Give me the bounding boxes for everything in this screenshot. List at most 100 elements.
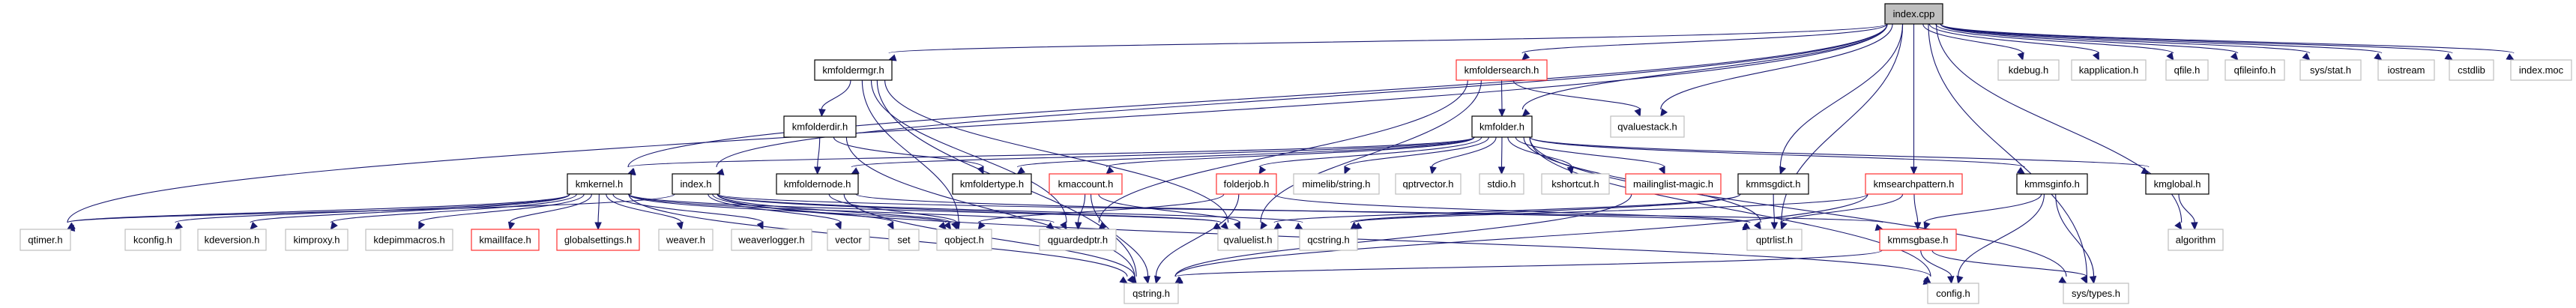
edge-line — [330, 193, 577, 223]
node-label: kmmsginfo.h — [2024, 178, 2080, 190]
edge-line — [817, 136, 821, 168]
arrowhead-icon — [1119, 276, 1129, 284]
edge-line — [67, 193, 675, 223]
edge-kmmsgdict-to-qptrlist — [1770, 193, 1779, 231]
edge-kmsearchpattern-to-qcstring — [1353, 193, 1868, 230]
arrowhead-icon — [1498, 109, 1506, 118]
arrowhead-icon — [1143, 275, 1150, 285]
edge-kmmsginfo-to-systypes — [2055, 193, 2097, 285]
node-kmaccount[interactable]: kmaccount.h — [1049, 173, 1123, 195]
edge-line — [1354, 193, 1868, 223]
node-folderjob[interactable]: folderjob.h — [1216, 173, 1277, 195]
node-kmsearchpattern[interactable]: kmsearchpattern.h — [1865, 173, 1963, 195]
node-qcstring: qcstring.h — [1299, 229, 1358, 251]
node-kdepimmacros: kdepimmacros.h — [365, 229, 453, 251]
node-globalsettings[interactable]: globalsettings.h — [556, 229, 640, 251]
edge-line — [2178, 193, 2195, 223]
arrowhead-icon — [834, 221, 842, 231]
edge-line — [851, 136, 1475, 168]
node-kmfolder[interactable]: kmfolder.h — [1471, 115, 1533, 138]
node-box — [1217, 229, 1279, 251]
node-kmfoldertype[interactable]: kmfoldertype.h — [952, 173, 1032, 195]
node-box — [936, 229, 992, 251]
node-label: kmaccount.h — [1058, 178, 1114, 190]
node-box — [2165, 59, 2209, 81]
node-box — [1293, 173, 1380, 195]
arrowhead-icon — [250, 221, 258, 230]
node-qvaluestack: qvaluestack.h — [1610, 115, 1685, 138]
arrowhead-icon — [1779, 166, 1787, 175]
arrowhead-icon — [1344, 166, 1351, 175]
node-qguardedptr: qguardedptr.h — [1039, 229, 1117, 251]
node-label: folderjob.h — [1224, 178, 1270, 190]
node-index-cpp[interactable]: index.cpp — [1884, 3, 1943, 25]
node-sysstat: sys/stat.h — [2299, 59, 2362, 81]
arrowhead-icon — [2089, 276, 2097, 285]
node-box — [567, 173, 632, 195]
node-box — [1865, 173, 1963, 195]
node-box — [2071, 59, 2147, 81]
edge-kmkernel-to-kdeversion — [250, 193, 570, 230]
node-kmmsginfo[interactable]: kmmsginfo.h — [2016, 173, 2088, 195]
node-kmfolderdir[interactable]: kmfolderdir.h — [783, 115, 857, 138]
edge-line — [1913, 193, 1919, 223]
edge-line — [1928, 23, 2087, 277]
arrowhead-icon — [1770, 222, 1779, 231]
node-box — [2145, 173, 2209, 195]
node-box — [1216, 173, 1277, 195]
edges-layer — [66, 23, 2515, 286]
edge-line — [870, 79, 1067, 223]
arrowhead-icon — [1046, 222, 1055, 230]
node-label: kdeversion.h — [205, 235, 260, 246]
node-kmfoldersearch[interactable]: kmfoldersearch.h — [1456, 59, 1548, 81]
edge-line — [67, 23, 1888, 223]
node-mailinglist[interactable]: mailinglist-magic.h — [1625, 173, 1722, 195]
edge-line — [1098, 193, 1240, 223]
edge-kmaccount-to-qguardedptr — [1074, 193, 1086, 231]
edge-kmmsgdict-to-qvaluelist — [1273, 193, 1741, 230]
edge-line — [977, 193, 1225, 223]
node-mimelibstring: mimelib/string.h — [1293, 173, 1380, 195]
edge-line — [1512, 79, 1641, 110]
node-qptrvector: qptrvector.h — [1395, 173, 1462, 195]
node-kmglobal[interactable]: kmglobal.h — [2145, 173, 2209, 195]
edge-index_cpp-to-kmmsgdict — [1779, 23, 1904, 175]
node-kmmsgbase[interactable]: kmmsgbase.h — [1879, 229, 1957, 251]
node-label: sys/stat.h — [2310, 64, 2351, 76]
edge-index_cpp-to-algorithm — [1936, 23, 2183, 230]
node-label: set — [897, 235, 911, 246]
arrowhead-icon — [418, 221, 426, 231]
arrowhead-icon — [2017, 52, 2024, 61]
arrowhead-icon — [1273, 222, 1282, 230]
edge-kmkernel-to-globalsettings — [594, 193, 602, 231]
arrowhead-icon — [2444, 52, 2454, 61]
node-kmfoldermgr[interactable]: kmfoldermgr.h — [814, 59, 893, 81]
arrowhead-icon — [1174, 277, 1183, 284]
node-box — [2224, 59, 2285, 81]
node-box — [952, 173, 1032, 195]
node-label: index.cpp — [1893, 8, 1935, 19]
node-index-h[interactable]: index.h — [672, 173, 720, 195]
node-kmfoldernode[interactable]: kmfoldernode.h — [776, 173, 859, 195]
arrowhead-icon — [1742, 222, 1752, 230]
edge-folderjob-to-qstring — [1153, 193, 1240, 285]
edge-line — [1258, 136, 1482, 168]
arrowhead-icon — [1753, 221, 1762, 231]
node-box — [2377, 59, 2435, 81]
edge-line — [1924, 193, 2042, 223]
node-kdeversion: kdeversion.h — [197, 229, 267, 251]
node-label: mailinglist-magic.h — [1633, 178, 1713, 190]
node-kmailiface[interactable]: kmailIface.h — [471, 229, 540, 251]
node-kmkernel[interactable]: kmkernel.h — [567, 173, 632, 195]
edge-kmfolder-to-kmaccount — [1105, 136, 1475, 175]
edge-line — [418, 193, 585, 223]
node-label: qobject.h — [944, 235, 984, 246]
node-kmmsgdict[interactable]: kmmsgdict.h — [1737, 173, 1809, 195]
edge-kmfolder-to-stdio — [1497, 136, 1506, 175]
edge-kmfolder-to-kmfoldernode — [851, 136, 1475, 175]
node-box — [556, 229, 640, 251]
arrowhead-icon — [507, 221, 516, 231]
node-label: kshortcut.h — [1551, 178, 1599, 190]
arrowhead-icon — [977, 221, 986, 230]
edge-line — [1098, 79, 1468, 223]
